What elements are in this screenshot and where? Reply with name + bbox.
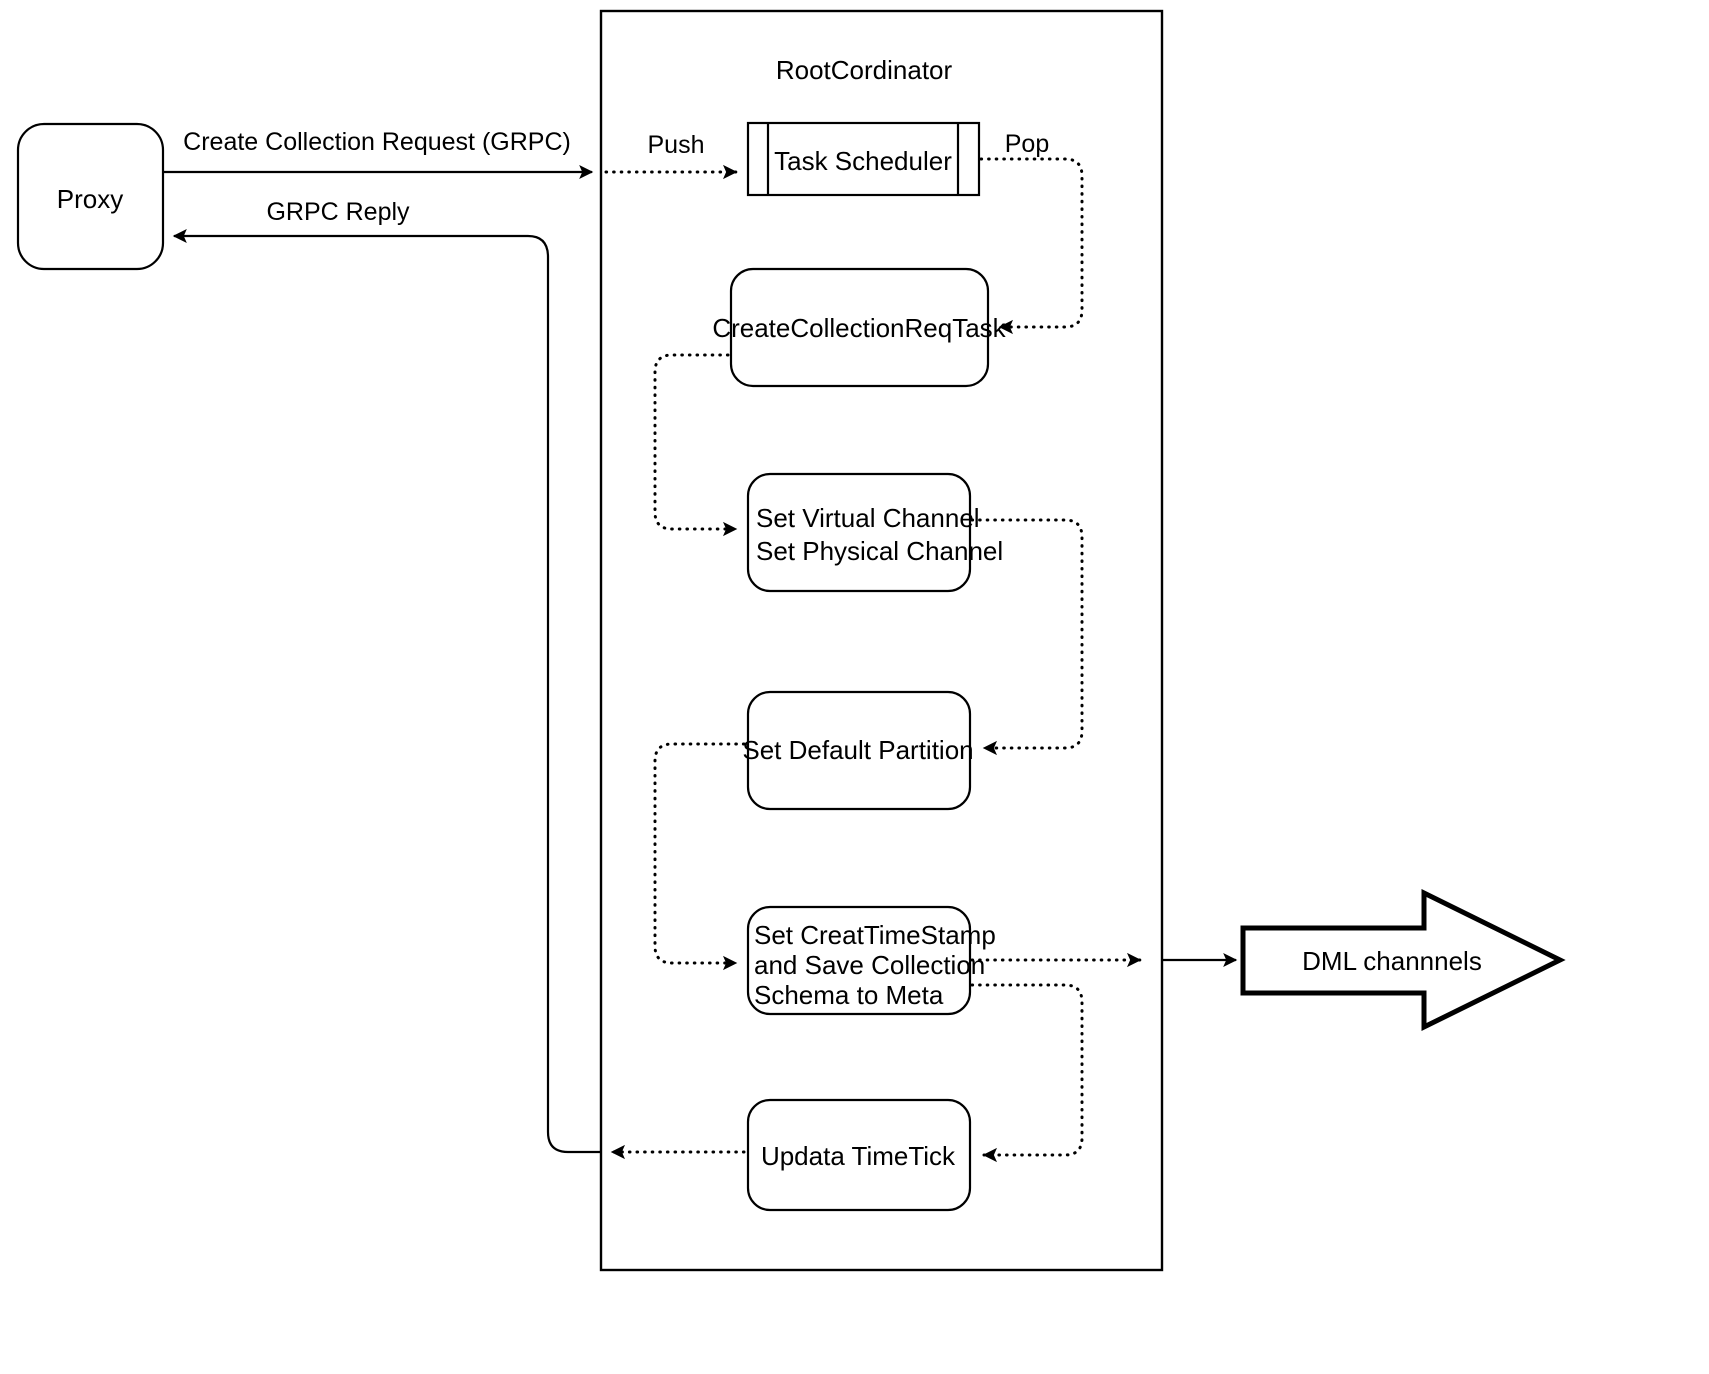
task-scheduler-label: Task Scheduler: [774, 146, 952, 176]
pop-line: [979, 157, 1084, 335]
set-default-partition-label: Set Default Partition: [742, 735, 973, 765]
set-create-timestamp-line1: Set CreatTimeStamp: [754, 920, 996, 950]
edge-push: Push: [604, 131, 738, 180]
dml-channels-node[interactable]: DML channnels: [1240, 888, 1566, 1032]
set-create-timestamp-node[interactable]: Set CreatTimeStamp and Save Collection S…: [746, 905, 996, 1016]
set-physical-channel-label: Set Physical Channel: [756, 536, 1003, 566]
rootcordinator-title: RootCordinator: [776, 55, 953, 85]
set-default-partition-node[interactable]: Set Default Partition: [742, 690, 974, 811]
dml-channels-arrow-shape[interactable]: [1240, 888, 1566, 1032]
rootcordinator-container: RootCordinator: [599, 9, 1164, 1272]
proxy-box[interactable]: [16, 122, 165, 271]
updata-timetick-node[interactable]: Updata TimeTick: [746, 1098, 972, 1212]
create-collection-request-label: Create Collection Request (GRPC): [183, 128, 571, 156]
set-channels-node[interactable]: Set Virtual Channel Set Physical Channel: [746, 472, 1003, 593]
updata-timetick-box[interactable]: [746, 1098, 972, 1212]
proxy-node[interactable]: Proxy: [16, 122, 165, 271]
proxy-label: Proxy: [57, 184, 123, 214]
set-default-partition-box[interactable]: [746, 690, 972, 811]
edge-create-timestamp-to-timetick: [970, 983, 1084, 1163]
set-create-timestamp-line3: Schema to Meta: [754, 980, 944, 1010]
create-collection-req-task-label: CreateCollectionReqTask: [712, 313, 1006, 343]
pop-label: Pop: [1005, 130, 1049, 158]
create-collection-req-task-box[interactable]: [729, 267, 990, 388]
edge-default-partition-to-create-timestamp: [653, 742, 746, 971]
edge-set-channels-to-default-partition: [970, 518, 1084, 756]
edge-pop: Pop: [979, 130, 1084, 335]
set-channels-box[interactable]: [746, 472, 972, 593]
grpc-reply-label: GRPC Reply: [266, 198, 410, 226]
task-scheduler-box[interactable]: [746, 121, 981, 197]
rootcordinator-boundary: [599, 9, 1164, 1272]
edge-task-to-set-channels: [653, 353, 738, 537]
set-virtual-channel-label: Set Virtual Channel: [756, 503, 980, 533]
edge-create-collection-request: Create Collection Request (GRPC): [163, 128, 594, 180]
task-scheduler-node[interactable]: Task Scheduler: [746, 121, 981, 197]
dml-channels-label: DML channnels: [1302, 946, 1482, 976]
create-collection-req-task-node[interactable]: CreateCollectionReqTask: [712, 267, 1007, 388]
set-create-timestamp-line2: and Save Collection: [754, 950, 985, 980]
create-timestamp-to-timetick-line: [970, 983, 1084, 1163]
set-channels-to-default-partition-line: [970, 518, 1084, 756]
push-label: Push: [648, 131, 705, 159]
edge-grpc-reply: GRPC Reply: [172, 198, 601, 1154]
set-create-timestamp-box[interactable]: [746, 905, 972, 1016]
grpc-reply-line: [172, 228, 601, 1154]
updata-timetick-label: Updata TimeTick: [761, 1141, 956, 1171]
task-to-set-channels-line: [653, 353, 738, 537]
default-partition-to-create-timestamp-line: [653, 742, 746, 971]
